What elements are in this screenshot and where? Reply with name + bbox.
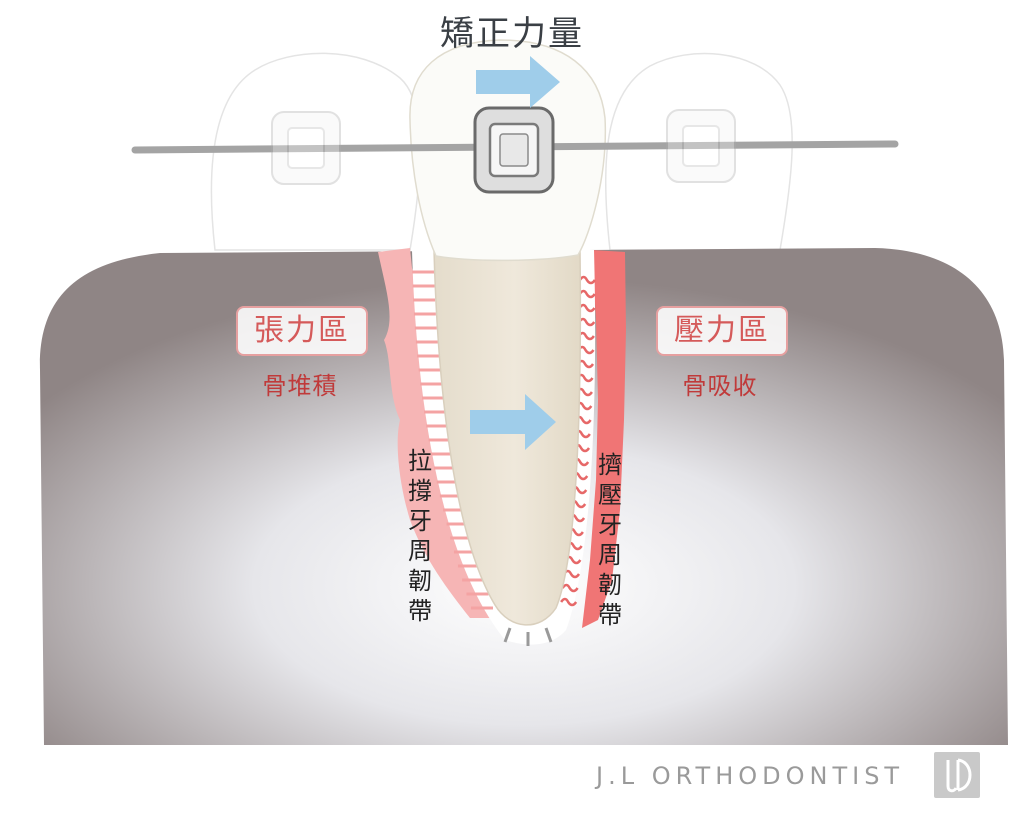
tension-zone-label: 張力區 [236,306,368,356]
compression-fibre [577,331,595,341]
logo-icon [934,752,980,798]
right-neighbour-tooth [604,52,793,251]
force-arrow-icon [470,394,556,450]
compression-fibre [578,289,596,299]
compression-fibre [561,583,579,593]
tension-ligament-text: 拉撐牙周韌帶 [408,447,432,625]
compression-fibre [578,303,596,313]
tension-zone-sub: 骨堆積 [262,372,338,400]
compression-zone-sub: 骨吸收 [682,372,758,400]
force-arrow-icon [476,56,560,108]
bracket-icon [666,109,736,183]
bracket-icon [271,111,341,185]
apex-fibres [503,627,553,646]
compression-ligament-text: 擠壓牙周韌帶 [598,451,622,629]
diagram-title: 矯正力量 [440,14,584,54]
compression-fibre [578,275,596,285]
watermark-text: J.L ORTHODONTIST [596,762,905,790]
compression-fibre [578,317,596,327]
compression-zone-label: 壓力區 [656,306,788,356]
bracket-icon [473,106,555,194]
compression-zone-bone-resorption [582,250,626,628]
tooth-root [431,189,583,626]
compression-fibre [560,597,578,607]
